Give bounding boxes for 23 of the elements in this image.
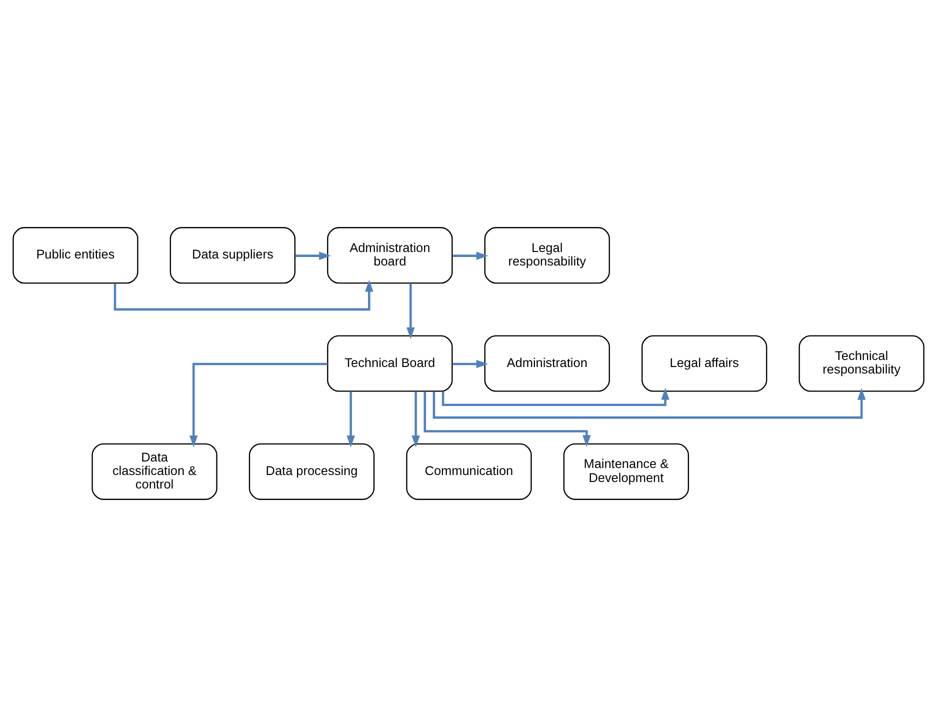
node-box: Public entities (12, 226, 138, 284)
arrow (406, 282, 415, 339)
arrow (412, 390, 420, 447)
node-box: Communication (406, 442, 532, 500)
arrow (346, 390, 355, 447)
arrow (432, 388, 866, 418)
node-box: Data suppliers (170, 226, 296, 284)
node-box: Legal affairs (642, 334, 768, 392)
node-box: Data processing (248, 442, 375, 500)
arrow (189, 362, 328, 447)
node-box: Maintenance & Development (563, 442, 690, 500)
node-box: Technical responsability (798, 334, 924, 392)
arrow (295, 251, 331, 260)
arrow (452, 359, 488, 368)
arrow (452, 251, 488, 260)
node-box: Technical Board (327, 334, 453, 392)
arrow (424, 390, 591, 446)
arrow (114, 279, 374, 310)
node-box: Data classification & control (92, 442, 218, 500)
node-box: Administration board (327, 226, 453, 284)
node-box: Legal responsability (484, 226, 610, 284)
arrow (442, 387, 670, 406)
node-box: Administration (484, 334, 610, 392)
